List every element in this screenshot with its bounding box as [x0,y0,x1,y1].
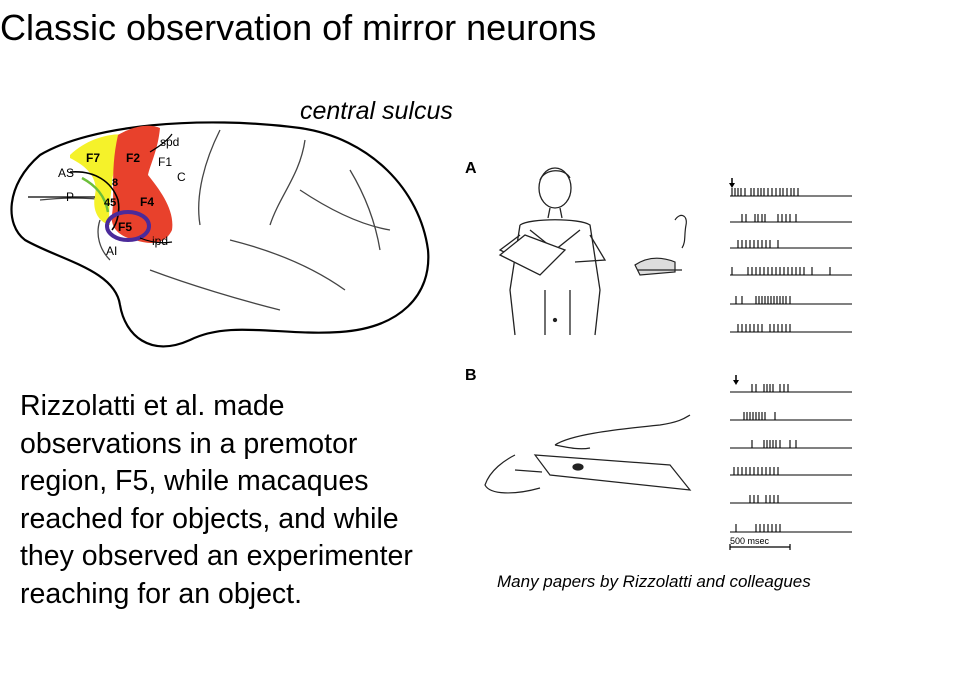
slide-title: Classic observation of mirror neurons [0,7,597,48]
label-p: P [66,190,74,204]
label-45: 45 [104,197,116,209]
monkey-drawing [634,214,687,276]
label-as: AS [58,166,74,180]
panel-a-label: A [465,160,477,177]
label-f7: F7 [86,151,100,165]
label-f4: F4 [140,195,154,209]
reaching-drawing [484,414,692,494]
figure-caption: Many papers by Rizzolatti and colleagues [497,572,811,591]
central-sulcus-annotation: central sulcus [300,97,453,125]
scale-label: 500 msec [730,536,770,546]
experimenter-drawing [498,167,607,336]
macaque-brain-diagram: AS P F7 F2 F1 spd C 8 45 F4 F5 ipd AI [10,121,430,348]
label-ai: AI [106,244,117,258]
experiment-figure: A B [465,160,852,550]
label-ipd: ipd [152,234,168,248]
f5-outline [105,210,151,242]
body-paragraph: Rizzolatti et al. made observations in a… [20,390,413,610]
label-f2: F2 [126,151,140,165]
panel-b-label: B [465,367,477,384]
label-c: C [177,170,186,184]
label-f5: F5 [118,220,132,234]
label-8: 8 [112,177,118,189]
spike-rasters [729,178,852,550]
label-f1: F1 [158,155,172,169]
label-spd: spd [160,135,179,149]
